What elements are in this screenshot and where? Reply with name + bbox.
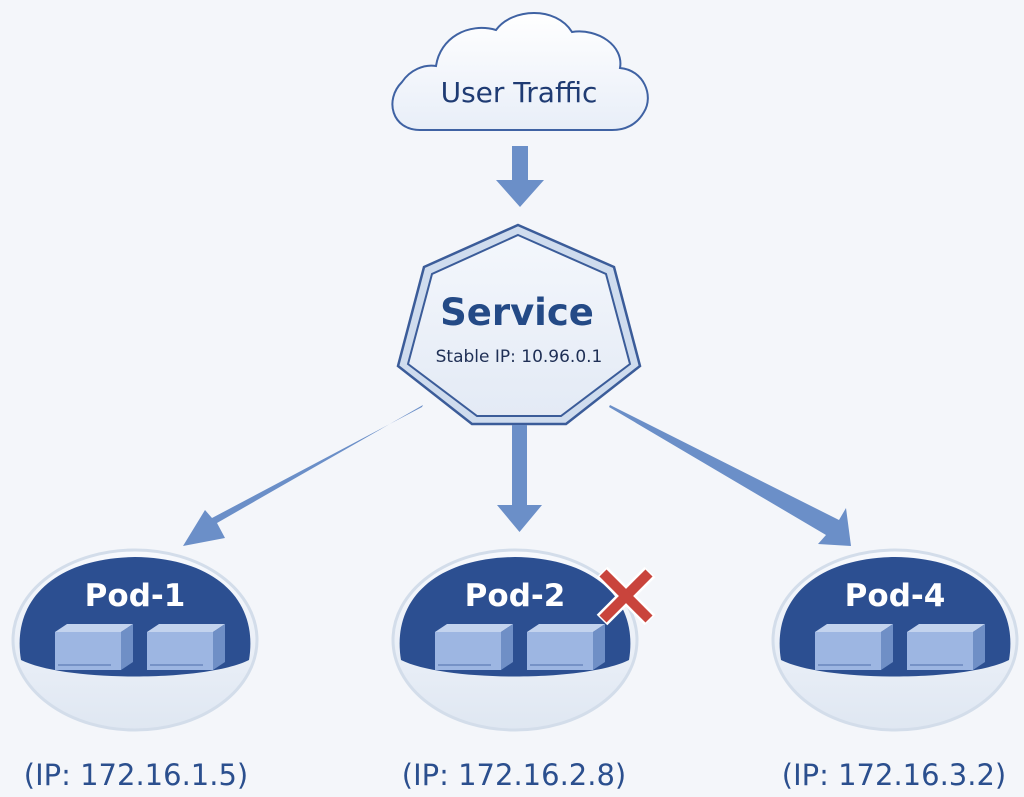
container-icon xyxy=(147,624,225,670)
pod-4-node: Pod-4 xyxy=(771,548,1019,732)
x-mark-icon xyxy=(596,566,656,626)
cloud-icon xyxy=(391,12,649,131)
arrow-traffic-to-service xyxy=(496,146,544,207)
service-stable-ip: Stable IP: 10.96.0.1 xyxy=(436,347,603,367)
container-icon xyxy=(527,624,605,670)
pods-layer: Pod-1 Pod-2 Pod-4 xyxy=(11,548,1019,732)
pod-2-ip-label: (IP: 172.16.2.8) xyxy=(402,758,626,792)
container-icon xyxy=(815,624,893,670)
arrow-service-to-pod-2 xyxy=(497,425,542,532)
pod-2-node: Pod-2 xyxy=(391,548,656,732)
user-traffic-label: User Traffic xyxy=(441,76,598,109)
service-node: Service Stable IP: 10.96.0.1 xyxy=(396,223,642,426)
service-heptagon-inner xyxy=(406,233,632,417)
arrow-service-to-pod-4 xyxy=(609,405,851,546)
container-icon xyxy=(435,624,513,670)
pod-1-label: Pod-1 xyxy=(85,578,186,614)
user-traffic-node: User Traffic xyxy=(391,12,649,131)
arrow-service-to-pod-1 xyxy=(183,405,423,546)
pod-4-ip-label: (IP: 172.16.3.2) xyxy=(782,758,1006,792)
pod-1-ip-label: (IP: 172.16.1.5) xyxy=(24,758,248,792)
pod-4-label: Pod-4 xyxy=(845,578,946,614)
pod-2-label: Pod-2 xyxy=(465,578,566,614)
service-title: Service xyxy=(440,291,594,334)
container-icon xyxy=(907,624,985,670)
container-icon xyxy=(55,624,133,670)
pod-1-node: Pod-1 xyxy=(11,548,259,732)
